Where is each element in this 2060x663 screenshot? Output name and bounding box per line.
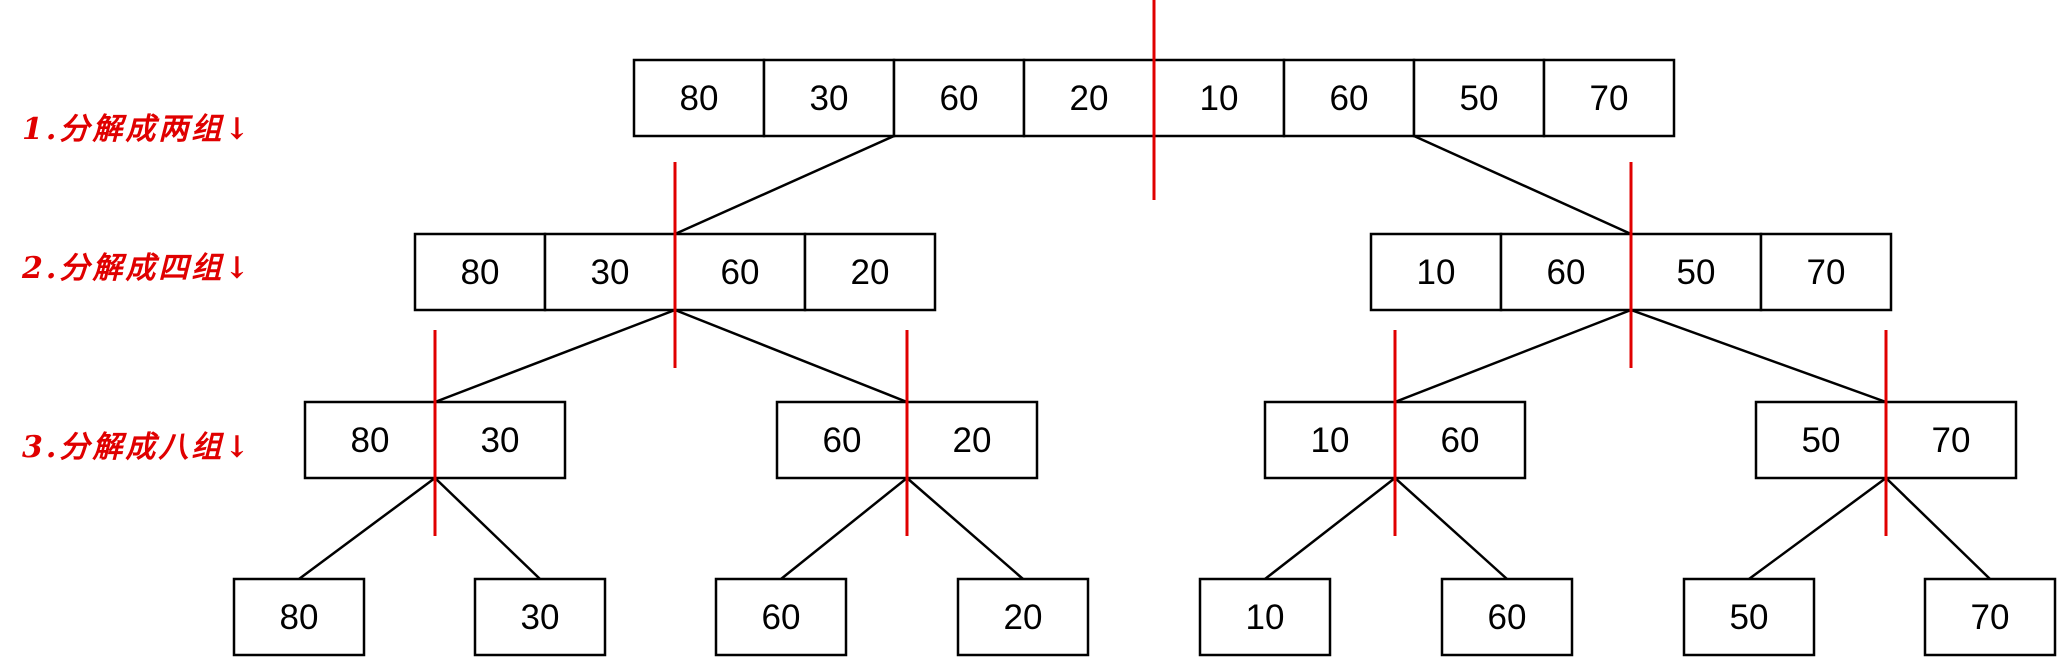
group-l4-8: 70 bbox=[1923, 577, 2057, 657]
array-cell bbox=[303, 400, 437, 480]
array-cell bbox=[892, 58, 1026, 138]
array-cell bbox=[1754, 400, 1888, 480]
array-cell-value: 60 bbox=[1441, 421, 1480, 460]
array-cell bbox=[1282, 58, 1416, 138]
group-l3-3: 10 60 bbox=[1263, 400, 1527, 480]
array-cell bbox=[1759, 232, 1893, 312]
array-cell-value: 50 bbox=[1730, 598, 1769, 637]
array-cell-value: 70 bbox=[1807, 253, 1846, 292]
array-cell-value: 30 bbox=[810, 79, 849, 118]
array-cell bbox=[1263, 400, 1397, 480]
group-l2-1: 80 30 60 20 bbox=[413, 232, 937, 312]
array-cell bbox=[543, 232, 677, 312]
array-cell bbox=[1198, 577, 1332, 657]
group-l4-5: 10 bbox=[1198, 577, 1332, 657]
array-cell-value: 70 bbox=[1590, 79, 1629, 118]
connector-line bbox=[1748, 476, 1887, 581]
array-cell bbox=[1682, 577, 1816, 657]
connector-lines bbox=[298, 134, 1991, 581]
array-cell-value: 80 bbox=[461, 253, 500, 292]
connector-line bbox=[1630, 308, 1887, 404]
connector-line bbox=[780, 477, 908, 580]
array-cell-value: 10 bbox=[1311, 421, 1350, 460]
array-cell-value: 10 bbox=[1246, 598, 1285, 637]
step-label-2: 2.分解成四组↓ bbox=[22, 251, 253, 286]
array-cell-value: 10 bbox=[1417, 253, 1456, 292]
connector-line bbox=[1885, 477, 1991, 580]
array-cell bbox=[1440, 577, 1574, 657]
array-cell-value: 60 bbox=[1330, 79, 1369, 118]
step-label-3: 3.分解成八组↓ bbox=[22, 430, 253, 465]
connector-line bbox=[1394, 308, 1632, 404]
connector-line bbox=[906, 477, 1024, 580]
array-cell bbox=[433, 400, 567, 480]
connector-line bbox=[298, 476, 436, 581]
connector-line bbox=[674, 134, 895, 236]
array-cell-value: 30 bbox=[481, 421, 520, 460]
step-label-1: 1.分解成两组↓ bbox=[22, 112, 253, 147]
array-cell-value: 60 bbox=[940, 79, 979, 118]
connector-line bbox=[1394, 477, 1508, 580]
connector-line bbox=[1413, 134, 1632, 236]
array-cell bbox=[1542, 58, 1676, 138]
array-cell-value: 70 bbox=[1932, 421, 1971, 460]
array-cell bbox=[803, 232, 937, 312]
array-cell bbox=[762, 58, 896, 138]
array-cell-value: 80 bbox=[680, 79, 719, 118]
array-cell-value: 60 bbox=[762, 598, 801, 637]
connector-line bbox=[1264, 477, 1396, 580]
group-l3-4: 50 70 bbox=[1754, 400, 2018, 480]
array-cell bbox=[775, 400, 909, 480]
connector-line bbox=[674, 308, 908, 404]
group-l4-1: 80 bbox=[232, 577, 366, 657]
array-cell bbox=[473, 577, 607, 657]
group-l4-4: 20 bbox=[956, 577, 1090, 657]
array-cell bbox=[1152, 58, 1286, 138]
group-l4-3: 60 bbox=[714, 577, 848, 657]
array-cell-value: 20 bbox=[1004, 598, 1043, 637]
array-cell bbox=[673, 232, 807, 312]
array-cell-value: 60 bbox=[721, 253, 760, 292]
array-cell bbox=[1629, 232, 1763, 312]
connector-line bbox=[434, 477, 541, 580]
array-cell bbox=[1393, 400, 1527, 480]
group-l4-7: 50 bbox=[1682, 577, 1816, 657]
array-cell-value: 60 bbox=[1547, 253, 1586, 292]
group-l2-2: 10 60 50 70 bbox=[1369, 232, 1893, 312]
array-cell-value: 80 bbox=[351, 421, 390, 460]
array-cell-value: 70 bbox=[1971, 598, 2010, 637]
split-lines bbox=[433, 0, 1888, 536]
array-cell-value: 50 bbox=[1677, 253, 1716, 292]
array-cell-value: 20 bbox=[1070, 79, 1109, 118]
array-cell-value: 30 bbox=[521, 598, 560, 637]
connector-line bbox=[434, 308, 676, 404]
array-cell bbox=[232, 577, 366, 657]
array-cell bbox=[1499, 232, 1633, 312]
array-cell-value: 60 bbox=[1488, 598, 1527, 637]
array-cell-value: 30 bbox=[591, 253, 630, 292]
array-cell-value: 10 bbox=[1200, 79, 1239, 118]
array-cell bbox=[956, 577, 1090, 657]
array-cell-value: 60 bbox=[823, 421, 862, 460]
array-cell bbox=[1884, 400, 2018, 480]
group-l3-2: 60 20 bbox=[775, 400, 1039, 480]
group-l1-1: 80 30 60 20 10 60 50 70 bbox=[632, 58, 1676, 138]
array-cell-value: 20 bbox=[953, 421, 992, 460]
array-cell-value: 50 bbox=[1802, 421, 1841, 460]
array-cell bbox=[905, 400, 1039, 480]
group-l4-6: 60 bbox=[1440, 577, 1574, 657]
array-cell bbox=[1923, 577, 2057, 657]
array-cell-value: 20 bbox=[851, 253, 890, 292]
array-cell bbox=[714, 577, 848, 657]
array-cell bbox=[1412, 58, 1546, 138]
array-cell-value: 80 bbox=[280, 598, 319, 637]
array-cell bbox=[1022, 58, 1156, 138]
group-l4-2: 30 bbox=[473, 577, 607, 657]
group-l3-1: 80 30 bbox=[303, 400, 567, 480]
array-boxes: 80 30 60 20 10 60 50 70 80 30 60 20 10 60 50 70 80 30 60 20… bbox=[232, 58, 2057, 657]
array-cell-value: 50 bbox=[1460, 79, 1499, 118]
